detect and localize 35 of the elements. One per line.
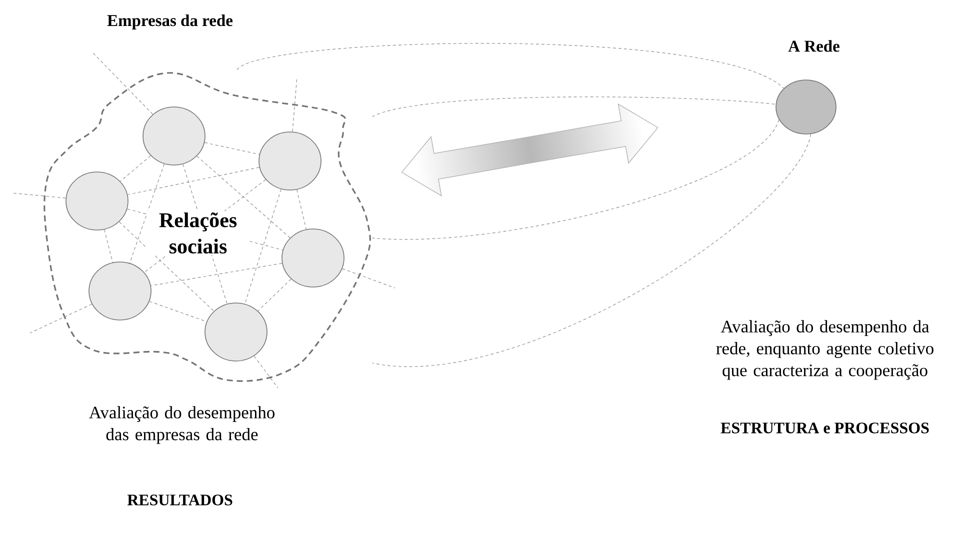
relation-line bbox=[127, 167, 260, 195]
dashed-loop bbox=[236, 43, 784, 89]
company-circle bbox=[258, 132, 322, 190]
dashed-loop bbox=[372, 119, 780, 240]
relation-line bbox=[118, 222, 214, 312]
relation-line bbox=[30, 304, 92, 334]
dashed-loop bbox=[372, 96, 776, 118]
label: Relações sociais bbox=[146, 210, 250, 256]
company-circle bbox=[204, 302, 268, 362]
relation-line bbox=[204, 142, 260, 155]
description: Avaliação do desempenho das empresas da rede bbox=[89, 406, 274, 444]
relation-line bbox=[104, 229, 113, 263]
company-circle bbox=[142, 106, 206, 166]
description: Avaliação do desempenho da rede, enquanto agente coletivo que caracteriza a cooperação bbox=[716, 320, 934, 380]
relation-line bbox=[129, 164, 165, 264]
heading: A Rede bbox=[788, 40, 840, 52]
relation-line bbox=[92, 52, 154, 115]
company-circle bbox=[282, 228, 344, 288]
relation-line bbox=[196, 156, 290, 238]
relation-line bbox=[120, 155, 151, 182]
dashed-loop bbox=[372, 134, 812, 367]
relation-line bbox=[292, 76, 298, 132]
relation-line bbox=[254, 356, 278, 388]
section-title: ESTRUTURA e PROCESSOS bbox=[720, 422, 929, 434]
relation-line bbox=[296, 189, 306, 230]
relation-line bbox=[342, 268, 396, 288]
section-title: RESULTADOS bbox=[127, 494, 232, 506]
relation-line bbox=[258, 278, 292, 312]
company-circle bbox=[66, 172, 128, 230]
relation-line bbox=[244, 188, 282, 304]
relation-line bbox=[149, 301, 207, 322]
relation-line bbox=[150, 262, 282, 286]
relation-line bbox=[12, 192, 66, 198]
company-circle bbox=[88, 262, 152, 320]
heading: Empresas da rede bbox=[107, 14, 233, 30]
